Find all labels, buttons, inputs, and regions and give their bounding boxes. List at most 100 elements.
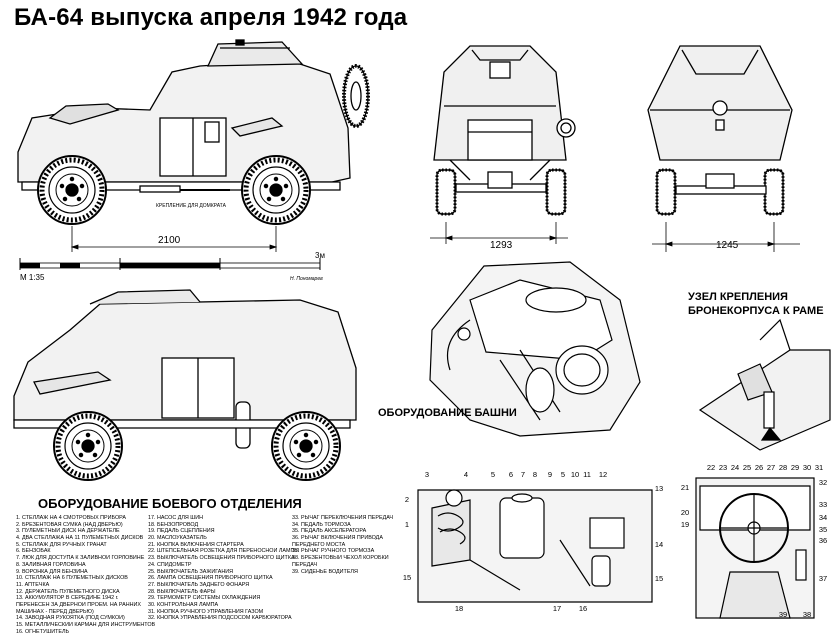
legend-item: 33. РЫЧАГ ПЕРЕКЛЮЧЕНИЯ ПЕРЕДАЧ [292, 515, 393, 521]
callout: 8 [532, 470, 538, 479]
scale-label: М 1:35 [20, 273, 45, 282]
callout: 22 [706, 463, 716, 472]
callout: 36 [818, 536, 828, 545]
callout: 12 [598, 470, 608, 479]
legend-item: 24. СПИДОМЕТР [148, 561, 192, 568]
dashboard-drawing [695, 477, 815, 619]
side-view-drawing [17, 39, 370, 224]
page-title: БА-64 выпуска апреля 1942 года [14, 4, 408, 31]
legend-item: ПЕРЕНЕСЕН ЗА ДВЕРНОЙ ПРОЕМ. НА РАННИХ [16, 601, 141, 608]
legend-item: 1. СТЕЛЛАЖ НА 4 СМОТРОВЫХ ПРИБОРА [16, 515, 127, 521]
turret-equipment-drawing [429, 261, 641, 437]
hull-mount-title-line1: УЗЕЛ КРЕПЛЕНИЯ [688, 291, 788, 303]
callout: 33 [818, 500, 828, 509]
legend-item: 18. БЕНЗОПРОВОД [148, 521, 199, 528]
legend-item: 2. БРЕЗЕНТОВАЯ СУМКА (НАД ДВЕРЬЮ) [16, 521, 123, 528]
callout: 17 [552, 604, 562, 613]
combat-equipment-title: ОБОРУДОВАНИЕ БОЕВОГО ОТДЕЛЕНИЯ [38, 496, 302, 511]
dimension-front-track-value: 1293 [490, 240, 513, 251]
callout: 39 [778, 610, 788, 619]
legend-item: 20. МАСЛОУКАЗАТЕЛЬ [148, 535, 207, 542]
legend-item: 21. КНОПКА ВКЛЮЧЕНИЯ СТАРТЕРА [148, 541, 244, 548]
legend-item: 28. ВЫКЛЮЧАТЕЛЬ ФАРЫ [148, 588, 216, 595]
legend-item: 19. ПЕДАЛЬ СЦЕПЛЕНИЯ [148, 528, 215, 535]
callout: 38 [802, 610, 812, 619]
callout: 3 [424, 470, 430, 479]
legend-item: 6. БЕНЗОБАК [16, 548, 51, 555]
callout: 26 [754, 463, 764, 472]
legend-item: 5. СТЕЛЛАЖ ДЛЯ РУЧНЫХ ГРАНАТ [16, 541, 107, 548]
dimension-wheelbase [70, 226, 278, 252]
callout: 13 [654, 484, 664, 493]
legend-item: 15. МЕТАЛЛИЧЕСКИЙ КАРМАН ДЛЯ ИНСТРУМЕНТО… [16, 622, 156, 628]
dimension-rear-track-value: 1245 [716, 240, 739, 251]
legend-item: 25. ВЫКЛЮЧАТЕЛЬ ЗАЖИГАНИЯ [148, 568, 234, 575]
callout: 2 [404, 495, 410, 504]
callout: 5 [560, 470, 566, 479]
callout: 34 [818, 513, 828, 522]
callout: 1 [404, 520, 410, 529]
rear-view-drawing [647, 45, 793, 216]
callout: 21 [680, 483, 690, 492]
callout: 15 [654, 574, 664, 583]
legend-item: 39. СИДЕНЬЕ ВОДИТЕЛЯ [292, 568, 358, 575]
callout: 24 [730, 463, 740, 472]
callout: 30 [802, 463, 812, 472]
legend-item: МАШИНАХ - ПЕРЕД ДВЕРЬЮ) [16, 608, 94, 615]
callout: 11 [583, 470, 591, 479]
legend-item: ПЕРЕДНЕГО МОСТА [292, 541, 346, 548]
callout: 18 [454, 604, 464, 613]
callout: 19 [680, 520, 690, 529]
callout: 15 [402, 573, 412, 582]
dimension-rear-track [652, 222, 800, 252]
callout: 10 [570, 470, 580, 479]
legend-item: 34. ПЕДАЛЬ ТОРМОЗА [292, 521, 351, 528]
hull-mount-title-line2: БРОНЕКОРПУСА К РАМЕ [688, 305, 824, 317]
legend-item: 10. СТЕЛЛАЖ НА 6 ПУЛЕМЕТНЫХ ДИСКОВ [16, 575, 128, 582]
legend-item: 38. БРЕЗЕНТОВЫЙ ЧЕХОЛ КОРОБКИ [292, 555, 389, 562]
legend-item: 12. ДЕРЖАТЕЛЬ ПУЛЕМЕТНОГО ДИСКА [16, 588, 120, 595]
legend-item: 14. ЗАВОДНАЯ РУКОЯТКА (ПОД СУМКОЙ) [16, 615, 125, 622]
legend-item: 9. ВОРОНКА ДЛЯ БЕНЗИНА [16, 568, 88, 575]
interior-drawing [417, 489, 653, 603]
callout: 27 [766, 463, 776, 472]
legend-item: 7. ЛЮК ДЛЯ ДОСТУПА К ЗАЛИВНОЙ ГОРЛОВИНЕ [16, 555, 145, 562]
dimension-wheelbase-value: 2100 [158, 235, 181, 246]
callout: 4 [463, 470, 469, 479]
front-view-drawing [433, 45, 576, 216]
legend-item: 16. ОГНЕТУШИТЕЛЬ [16, 628, 70, 635]
callout: 9 [547, 470, 553, 479]
turret-equipment-title: ОБОРУДОВАНИЕ БАШНИ [378, 407, 517, 419]
legend-item: 30. КОНТРОЛЬНАЯ ЛАМПА [148, 601, 219, 608]
callout: 16 [578, 604, 588, 613]
hull-mount-drawing [698, 318, 831, 451]
legend-item: 23. ВЫКЛЮЧАТЕЛЬ ОСВЕЩЕНИЯ ПРИБОРНОГО ЩИТ… [148, 555, 295, 562]
legend-item: 32. КНОПКА УПРАВЛЕНИЯ ПОДСОСОМ КАРБЮРАТО… [148, 615, 292, 622]
legend-item: 22. ШТЕПСЕЛЬНАЯ РОЗЕТКА ДЛЯ ПЕРЕНОСНОЙ Л… [148, 548, 300, 555]
callout: 6 [508, 470, 514, 479]
legend-item: 4. ДВА СТЕЛЛАЖА НА 11 ПУЛЕМЕТНЫХ ДИСКОВ [16, 535, 144, 542]
callout: 5 [490, 470, 496, 479]
legend-item: 3. ПУЛЕМЕТНЫЙ ДИСК НА ДЕРЖАТЕЛЕ [16, 528, 120, 535]
legend-item: 37. РЫЧАГ РУЧНОГО ТОРМОЗА [292, 548, 375, 555]
legend-item: 29. ТЕРМОМЕТР СИСТЕМЫ ОХЛАЖДЕНИЯ [148, 595, 261, 602]
callout: 28 [778, 463, 788, 472]
legend-item: 11. АПТЕЧКА [16, 581, 50, 588]
dimension-front-track [430, 222, 568, 244]
legend-item: 8. ЗАЛИВНАЯ ГОРЛОВИНА [16, 561, 86, 568]
callout: 31 [814, 463, 824, 472]
legend-item: ПЕРЕДАЧ [292, 561, 318, 568]
callout: 23 [718, 463, 728, 472]
callout: 35 [818, 525, 828, 534]
legend-item: 17. НАСОС ДЛЯ ШИН [148, 515, 204, 521]
author-credit: Н. Пономарев [290, 276, 323, 282]
side-view-2-drawing [13, 289, 357, 480]
callout: 7 [520, 470, 526, 479]
callout: 20 [680, 508, 690, 517]
callout: 37 [818, 574, 828, 583]
legend-item: 35. ПЕДАЛЬ АКСЕЛЕРАТОРА [292, 528, 367, 535]
